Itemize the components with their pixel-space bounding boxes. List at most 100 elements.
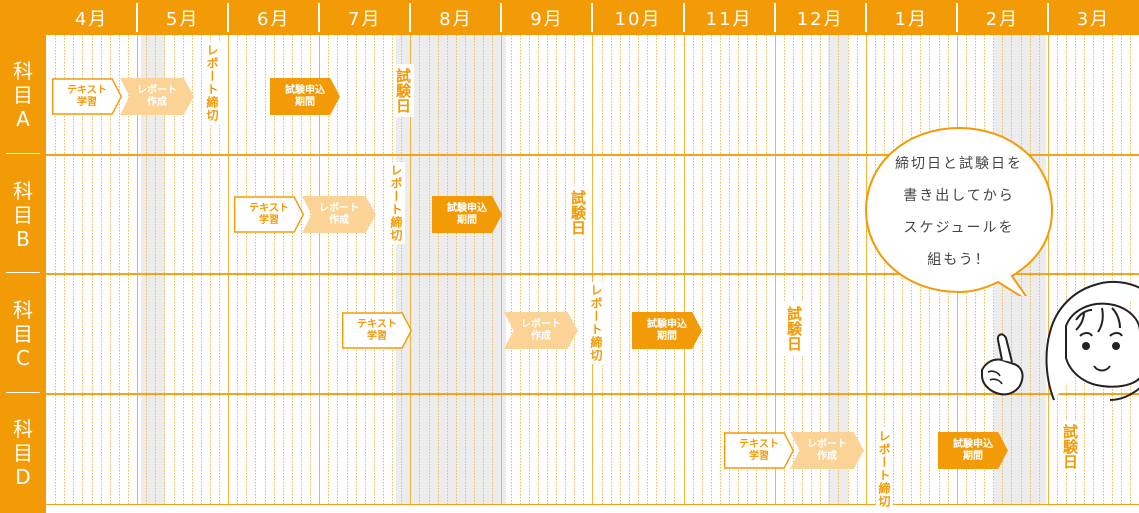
grid-bottom-line xyxy=(46,504,1139,505)
month-separator xyxy=(227,3,229,32)
report-writing-tag-text: 作成 xyxy=(531,331,551,343)
day-gridline xyxy=(201,35,202,505)
subject-label-char: 目 xyxy=(13,441,33,465)
day-gridline xyxy=(265,35,266,505)
report-writing-tag: レポート作成 xyxy=(302,196,376,233)
exam-application-tag-text: 期間 xyxy=(295,97,315,109)
report-writing-tag-text: 作成 xyxy=(329,215,349,227)
exam-application-tag: 試験申込期間 xyxy=(632,312,702,349)
month-label: 12月 xyxy=(775,0,866,35)
subject-label-char: 科 xyxy=(13,417,33,441)
exam-application-tag: 試験申込期間 xyxy=(432,196,502,233)
day-gridline xyxy=(529,35,530,505)
month-separator xyxy=(500,3,502,32)
day-gridline xyxy=(702,35,703,505)
exam-application-tag-text: 期間 xyxy=(657,331,677,343)
text-study-tag: テキスト学習 xyxy=(342,312,412,349)
day-gridline xyxy=(620,35,621,505)
day-gridline xyxy=(365,35,366,505)
subject-label-char: 科 xyxy=(13,298,33,322)
exam-application-tag-text: 期間 xyxy=(963,451,983,463)
day-gridline xyxy=(237,35,238,505)
month-label: 9月 xyxy=(501,0,592,35)
subject-label: 科目A xyxy=(0,35,46,155)
month-separator xyxy=(774,3,776,32)
month-gridline xyxy=(592,35,593,505)
report-writing-tag-text: 作成 xyxy=(147,97,167,109)
text-study-tag-text: 学習 xyxy=(749,451,769,463)
month-separator xyxy=(956,3,958,32)
month-separator xyxy=(683,3,685,32)
month-label: 2月 xyxy=(957,0,1048,35)
subject-label-char: A xyxy=(16,107,30,131)
bubble-line: 書き出してから xyxy=(862,180,1056,212)
day-gridline xyxy=(520,35,521,505)
month-label: 8月 xyxy=(410,0,501,35)
text-study-tag: テキスト学習 xyxy=(52,78,122,115)
subject-label-divider xyxy=(6,272,40,273)
subject-label-char: D xyxy=(15,465,30,489)
exam-day-label: 試験日 xyxy=(1060,420,1081,473)
month-gridline xyxy=(228,35,229,505)
text-study-tag: テキスト学習 xyxy=(234,196,304,233)
day-gridline xyxy=(656,35,657,505)
day-gridline xyxy=(255,35,256,505)
month-label: 11月 xyxy=(684,0,775,35)
report-writing-tag-text: 作成 xyxy=(817,451,837,463)
day-gridline xyxy=(583,35,584,505)
day-gridline xyxy=(611,35,612,505)
day-gridline xyxy=(556,35,557,505)
day-gridline xyxy=(483,35,484,505)
exam-application-tag-text: 試験申込 xyxy=(447,203,487,215)
text-study-tag-text: テキスト xyxy=(357,319,397,331)
text-study-tag: テキスト学習 xyxy=(724,432,794,469)
day-gridline xyxy=(374,35,375,505)
exam-application-tag-text: 試験申込 xyxy=(953,439,993,451)
report-deadline-label: レポート締切 xyxy=(876,428,893,510)
subject-label-char: 目 xyxy=(13,203,33,227)
subject-label: 科目B xyxy=(0,155,46,275)
month-separator xyxy=(591,3,593,32)
month-label: 5月 xyxy=(137,0,228,35)
month-separator xyxy=(318,3,320,32)
text-study-tag-text: 学習 xyxy=(367,331,387,343)
bubble-line: スケジュールを xyxy=(862,212,1056,244)
day-gridline xyxy=(465,35,466,505)
report-writing-tag: レポート作成 xyxy=(790,432,864,469)
exam-day-label: 試験日 xyxy=(568,186,589,239)
month-separator xyxy=(865,3,867,32)
day-gridline xyxy=(474,35,475,505)
report-writing-tag: レポート作成 xyxy=(504,312,578,349)
report-deadline-label: レポート締切 xyxy=(204,42,221,124)
month-label: 10月 xyxy=(592,0,683,35)
subject-label-char: 科 xyxy=(13,59,33,83)
month-label: 4月 xyxy=(46,0,137,35)
day-gridline xyxy=(720,35,721,505)
month-label: 7月 xyxy=(319,0,410,35)
day-gridline xyxy=(246,35,247,505)
exam-application-tag-text: 試験申込 xyxy=(285,85,325,97)
month-label: 6月 xyxy=(228,0,319,35)
exam-application-tag-text: 期間 xyxy=(457,215,477,227)
month-label: 3月 xyxy=(1048,0,1139,35)
subject-label-divider xyxy=(6,153,40,154)
day-gridline xyxy=(383,35,384,505)
person-pointing-icon xyxy=(980,268,1139,413)
day-gridline xyxy=(574,35,575,505)
month-gridline xyxy=(501,35,502,505)
month-label: 1月 xyxy=(866,0,957,35)
day-gridline xyxy=(693,35,694,505)
report-deadline-label: レポート締切 xyxy=(388,162,405,244)
report-writing-tag: レポート作成 xyxy=(120,78,194,115)
subject-label-char: 目 xyxy=(13,322,33,346)
day-gridline xyxy=(674,35,675,505)
day-gridline xyxy=(429,35,430,505)
subject-label-char: B xyxy=(16,227,30,251)
text-study-tag-text: テキスト xyxy=(67,85,107,97)
day-gridline xyxy=(456,35,457,505)
bubble-line: 締切日と試験日を xyxy=(862,148,1056,180)
day-gridline xyxy=(511,35,512,505)
subject-label-divider xyxy=(6,392,40,393)
